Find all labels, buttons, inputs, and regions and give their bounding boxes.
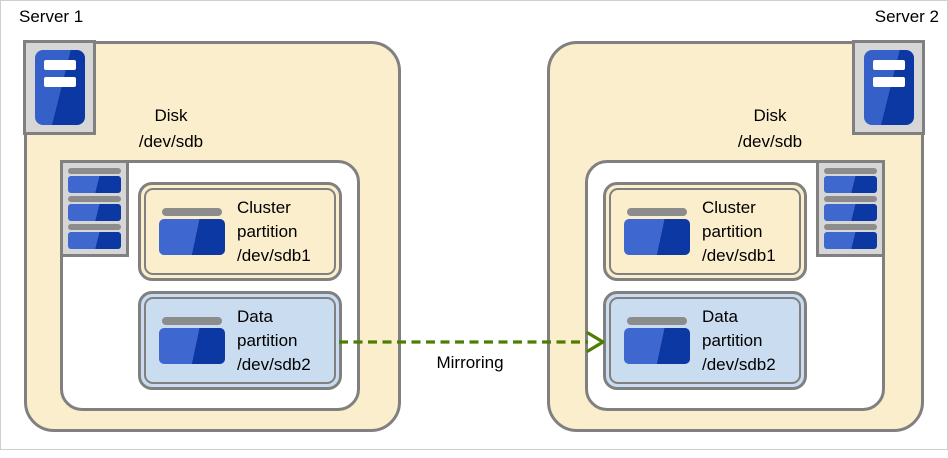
disk-stack-divider xyxy=(68,195,121,202)
server-tower-slot xyxy=(43,60,76,70)
disk-stack-icon xyxy=(816,160,885,257)
server1-cluster-partition-inner: Cluster partition /dev/sdb1 xyxy=(144,188,336,275)
partition-icon-lid xyxy=(162,317,222,325)
server1-cluster-partition-box: Cluster partition /dev/sdb1 xyxy=(138,182,342,281)
partition-icon xyxy=(159,208,225,255)
partition-icon-body xyxy=(159,219,225,255)
server-tower-slot xyxy=(872,60,905,70)
partition-icon-body xyxy=(159,328,225,364)
server-tower-icon xyxy=(852,40,925,135)
server1-data-partition-box: Data partition /dev/sdb2 xyxy=(138,291,342,390)
server2-cluster-partition-box: Cluster partition /dev/sdb1 xyxy=(603,182,807,281)
mirroring-label: Mirroring xyxy=(436,353,504,372)
server2-cluster-partition-label: Cluster partition /dev/sdb1 xyxy=(702,197,776,265)
mirroring-arrow xyxy=(339,331,605,353)
server-tower-body xyxy=(863,50,914,125)
disk-stack-platter xyxy=(68,176,121,194)
server-tower-slot xyxy=(43,77,76,87)
disk-stack-platter xyxy=(824,176,877,194)
server1-title: Server 1 xyxy=(19,7,84,26)
disk-stack-platter xyxy=(68,231,121,249)
partition-icon-body xyxy=(624,219,690,255)
disk-stack-divider xyxy=(824,223,877,230)
server1-data-partition-inner: Data partition /dev/sdb2 xyxy=(144,297,336,384)
server1-disk-label: Disk /dev/sdb xyxy=(138,106,204,151)
disk-stack-platter xyxy=(824,204,877,222)
partition-icon-lid xyxy=(162,208,222,216)
server2-cluster-partition-inner: Cluster partition /dev/sdb1 xyxy=(609,188,801,275)
disk-stack-divider xyxy=(824,195,877,202)
disk-stack-divider xyxy=(68,223,121,230)
partition-icon-lid xyxy=(627,208,687,216)
disk-stack-icon xyxy=(60,160,129,257)
server2-title: Server 2 xyxy=(874,7,939,26)
partition-icon xyxy=(624,208,690,255)
server-tower-body xyxy=(34,50,85,125)
disk-stack-platter xyxy=(68,204,121,222)
partition-icon-lid xyxy=(627,317,687,325)
server1-data-partition-label: Data partition /dev/sdb2 xyxy=(237,306,311,374)
server2-data-partition-inner: Data partition /dev/sdb2 xyxy=(609,297,801,384)
partition-icon-body xyxy=(624,328,690,364)
partition-icon xyxy=(624,317,690,364)
server2-data-partition-label: Data partition /dev/sdb2 xyxy=(702,306,776,374)
disk-stack-divider xyxy=(824,168,877,174)
server-tower-icon xyxy=(23,40,96,135)
server2-data-partition-box: Data partition /dev/sdb2 xyxy=(603,291,807,390)
disk-stack-divider xyxy=(68,168,121,174)
partition-icon xyxy=(159,317,225,364)
server2-disk-label: Disk /dev/sdb xyxy=(737,106,803,151)
server1-cluster-partition-label: Cluster partition /dev/sdb1 xyxy=(237,197,311,265)
disk-stack-platter xyxy=(824,231,877,249)
server-tower-slot xyxy=(872,77,905,87)
